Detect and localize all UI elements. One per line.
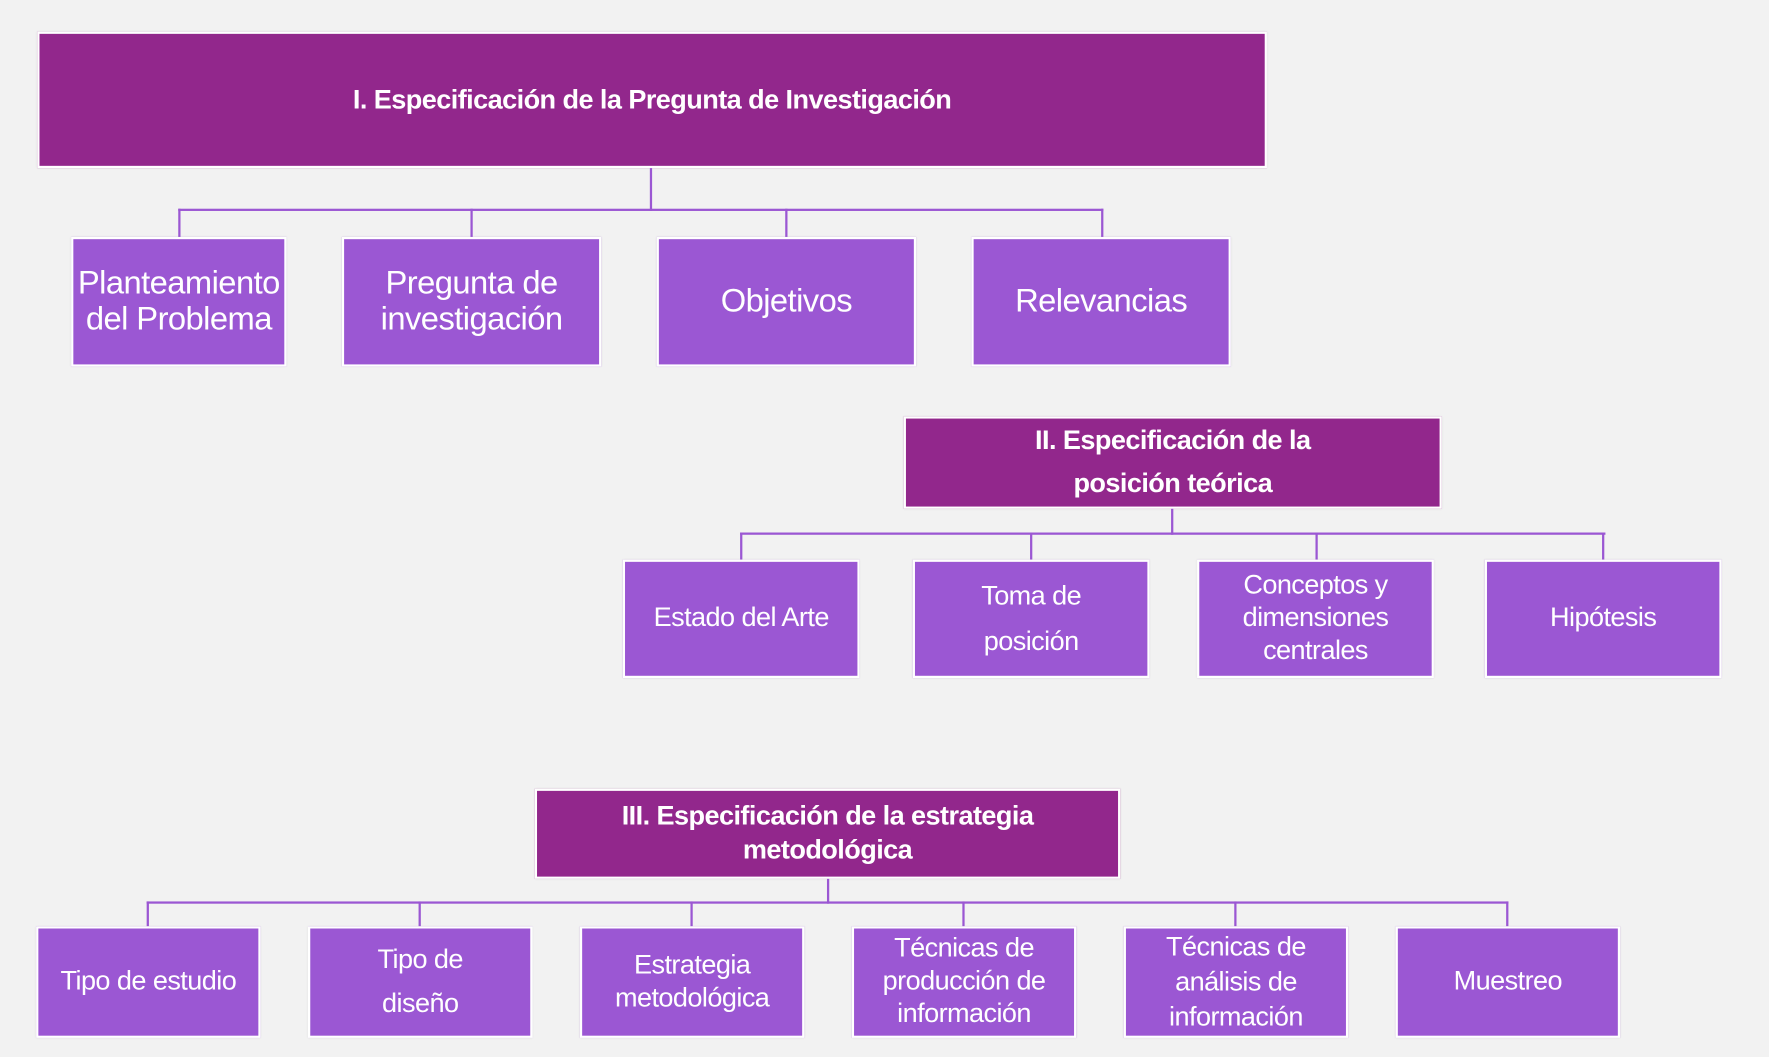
- connector: [470, 208, 473, 239]
- node-estrategia-metodologica: Estrategia metodológica: [579, 926, 805, 1038]
- connector: [418, 901, 421, 928]
- node-conceptos: Conceptos y dimensiones centrales: [1197, 559, 1434, 679]
- node-tecnicas-analisis: Técnicas de análisis de información: [1123, 926, 1349, 1038]
- connector: [690, 901, 693, 928]
- connector: [649, 168, 653, 211]
- node-tipo-de-estudio: Tipo de estudio: [36, 926, 261, 1038]
- connector: [146, 901, 149, 928]
- section-1-header: I. Especificación de la Pregunta de Inve…: [37, 31, 1267, 169]
- connector: [178, 208, 181, 239]
- connector: [785, 208, 788, 239]
- section-3-header: III. Especificación de la estrategia met…: [534, 788, 1121, 879]
- node-objetivos: Objetivos: [656, 236, 917, 367]
- node-hipotesis: Hipótesis: [1484, 559, 1722, 679]
- node-toma-de-posicion: Toma de posición: [912, 559, 1150, 679]
- section-2-header: II. Especificación de la posición teóric…: [903, 416, 1442, 509]
- connector: [1030, 532, 1033, 561]
- connector: [178, 208, 1104, 211]
- node-tecnicas-produccion: Técnicas de producción de información: [851, 926, 1077, 1038]
- connector: [740, 532, 1606, 535]
- connector: [1101, 208, 1104, 239]
- connector: [962, 901, 965, 928]
- connector: [1171, 508, 1174, 535]
- node-relevancias: Relevancias: [971, 236, 1231, 367]
- connector: [1602, 532, 1605, 561]
- connector: [1506, 901, 1509, 928]
- node-muestreo: Muestreo: [1395, 926, 1621, 1038]
- node-planteamiento: Planteamiento del Problema: [71, 236, 287, 367]
- node-estado-del-arte: Estado del Arte: [622, 559, 860, 679]
- node-pregunta: Pregunta de investigación: [341, 236, 602, 367]
- connector: [146, 901, 1509, 904]
- node-tipo-de-diseno: Tipo de diseño: [307, 926, 533, 1038]
- connector: [1234, 901, 1237, 928]
- connector: [740, 532, 743, 561]
- connector: [826, 878, 830, 904]
- connector: [1315, 532, 1318, 561]
